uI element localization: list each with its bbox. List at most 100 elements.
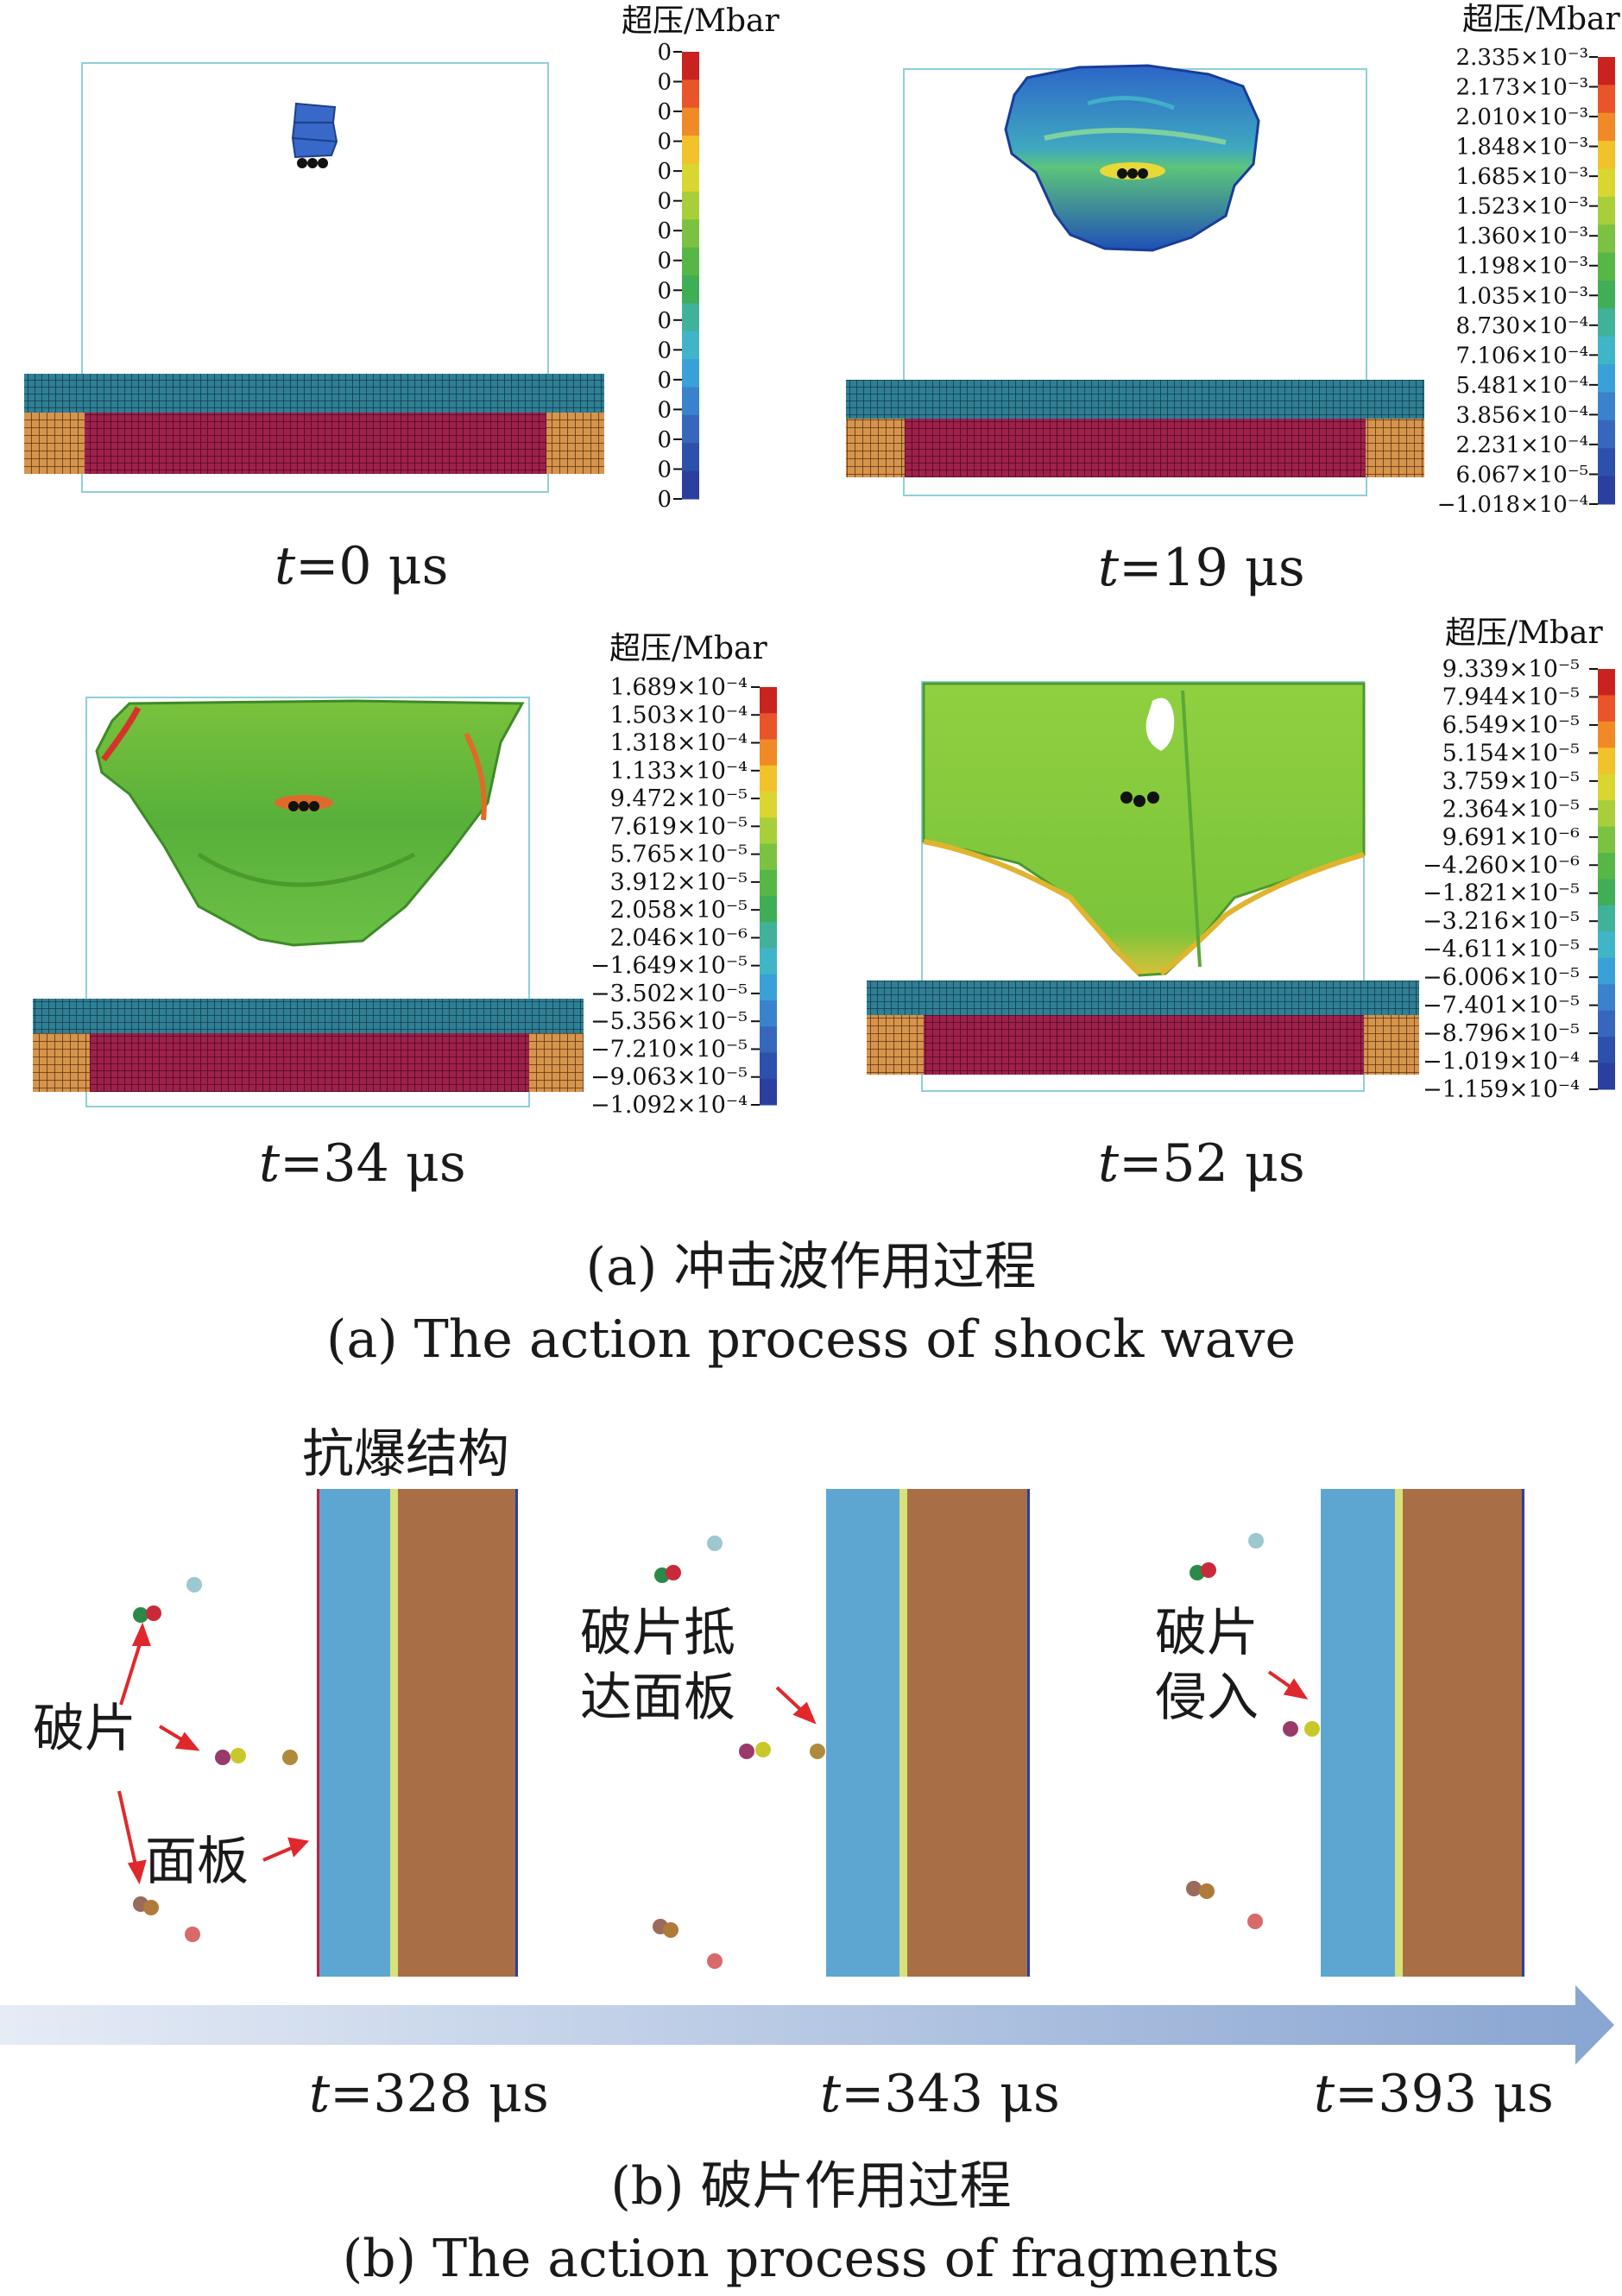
colorbar-tick-label: 0 (657, 457, 672, 483)
colorbar-swatch (1598, 826, 1615, 854)
colorbar-tick-label: −9.063×10⁻⁵ (590, 1064, 748, 1091)
side-support-left (867, 1015, 924, 1075)
colorbar-tick-label: 7.619×10⁻⁵ (610, 813, 748, 840)
side-support-left (33, 1033, 90, 1092)
colorbar-tick-label: 2.058×10⁻⁵ (610, 897, 748, 924)
colorbar-tick-label: 0 (657, 427, 672, 453)
colorbar-swatch (760, 713, 777, 740)
colorbar-swatch (1598, 879, 1615, 906)
panel-t52 (867, 681, 1419, 1092)
blast-structure-328 (317, 1489, 518, 1977)
colorbar-tick-label: 3.856×10⁻⁴ (1456, 402, 1588, 428)
colorbar-tick-label: 6.549×10⁻⁵ (1442, 712, 1580, 739)
shockwave-surface (95, 699, 525, 947)
colorbar-swatch (760, 896, 777, 923)
colorbar-tick-label: −5.356×10⁻⁵ (590, 1008, 748, 1035)
side-support-right (546, 413, 604, 474)
colorbar-swatch (1598, 281, 1615, 309)
colorbar-swatch (682, 79, 699, 109)
colorbar-tick-label: −8.796×10⁻⁵ (1423, 1020, 1580, 1047)
colorbar-tick-label: 1.360×10⁻³ (1456, 224, 1588, 249)
colorbar-tick-label: 3.912×10⁻⁵ (610, 869, 748, 896)
caption-a-en: (a) The action process of shock wave (326, 1309, 1296, 1370)
back-panel (1403, 1489, 1524, 1977)
colorbar-tick-label: −3.502×10⁻⁵ (590, 981, 748, 1007)
colorbar-tick-label: 6.067×10⁻⁵ (1456, 462, 1588, 488)
colorbar-tick-label: 1.685×10⁻³ (1456, 164, 1588, 190)
colorbar-swatch (682, 219, 699, 249)
colorbar-swatch (682, 387, 699, 416)
back-panel (398, 1489, 517, 1977)
colorbar-swatch (1598, 747, 1615, 775)
colorbar-tick-label: 0 (657, 397, 672, 423)
time-label-t19: t=19 μs (1098, 538, 1305, 598)
colorbar-swatch (760, 922, 777, 949)
colorbar-swatch (1598, 364, 1615, 393)
colorbar-swatch (1598, 448, 1615, 477)
colorbar-swatch (1598, 196, 1615, 225)
colorbar-swatch (1598, 476, 1615, 505)
colorbar-swatch (682, 331, 699, 360)
domain-frame (921, 681, 1365, 1092)
colorbar-swatch (1598, 695, 1615, 722)
colorbar-swatch (760, 974, 777, 1001)
colorbar-swatch (760, 687, 777, 714)
colorbar-tick-label: 2.173×10⁻³ (1456, 75, 1588, 101)
caption-a-cn: (a) 冲击波作用过程 (585, 1237, 1037, 1297)
blast-structure-343 (826, 1489, 1030, 1977)
colorbar-tick-label: −1.018×10⁻⁴ (1437, 492, 1588, 518)
interlayer (899, 1489, 907, 1977)
colorbar-swatch (760, 1026, 777, 1053)
time-label-t393: t=393 μs (1314, 2064, 1554, 2124)
back-panel (907, 1489, 1029, 1977)
colorbar-tick-label: 0 (657, 249, 672, 274)
colorbar-tick-label: −1.159×10⁻⁴ (1423, 1076, 1580, 1103)
front-panel (826, 1489, 899, 1977)
colorbar-swatch (682, 163, 699, 192)
colorbar-swatch (1598, 905, 1615, 932)
colorbar-tick-label: 9.339×10⁻⁵ (1442, 656, 1580, 683)
core-mesh-layer (905, 419, 1366, 477)
colorbar-swatch (682, 303, 699, 332)
colorbar-tick-label: 0 (657, 40, 672, 66)
colorbar-swatch (1598, 1063, 1615, 1090)
colorbar-swatch (682, 52, 699, 80)
colorbar-tick-label: 1.318×10⁻⁴ (610, 730, 748, 757)
penetrate-label: 破片 侵入 (1155, 1603, 1259, 1728)
colorbar-title: 超压/Mbar (1462, 2, 1620, 37)
interlayer (390, 1489, 398, 1977)
colorbar-swatch (1598, 721, 1615, 748)
colorbar-tick-label: 1.503×10⁻⁴ (610, 702, 748, 729)
caption-b-cn: (b) 破片作用过程 (610, 2156, 1012, 2217)
colorbar-swatch (1598, 57, 1615, 85)
colorbar-swatch (760, 817, 777, 844)
front-panel (317, 1489, 390, 1977)
colorbar-title: 超压/Mbar (622, 3, 779, 39)
colorbar-swatch (1598, 252, 1615, 281)
colorbar-tick-label: −1.649×10⁻⁵ (590, 953, 748, 980)
colorbar-swatch (760, 739, 777, 766)
colorbar-swatch (682, 359, 699, 388)
time-label-t34: t=34 μs (259, 1133, 466, 1194)
colorbar-swatch (1598, 669, 1615, 696)
colorbar-swatch (1598, 224, 1615, 254)
domain-frame (81, 62, 549, 493)
colorbar-swatch (1598, 85, 1615, 114)
interlayer (1395, 1489, 1403, 1977)
colorbar-tick-label: 1.035×10⁻³ (1456, 283, 1588, 309)
colorbar-swatch (760, 948, 777, 975)
colorbar-tick-label: 0 (657, 189, 672, 215)
core-mesh-layer (90, 1033, 529, 1092)
colorbar-tick-label: 1.523×10⁻³ (1456, 194, 1588, 220)
colorbar-tick-label: 7.106×10⁻⁴ (1456, 343, 1588, 369)
colorbars: 超压/Mbar0000000000000000超压/Mbar2.335×10⁻³… (590, 2, 1620, 1119)
colorbar-tick-label: 0 (657, 337, 672, 363)
top-mesh-layer (24, 374, 604, 413)
colorbar-tick-label: 0 (657, 487, 672, 513)
fragments-diagram (0, 1489, 1614, 2065)
colorbar-swatch (1598, 336, 1615, 365)
top-mesh-layer (846, 380, 1424, 419)
colorbar-tick-label: 2.231×10⁻⁴ (1456, 432, 1588, 458)
colorbar-swatch (1598, 112, 1615, 142)
panel-label: 面板 (145, 1832, 249, 1892)
